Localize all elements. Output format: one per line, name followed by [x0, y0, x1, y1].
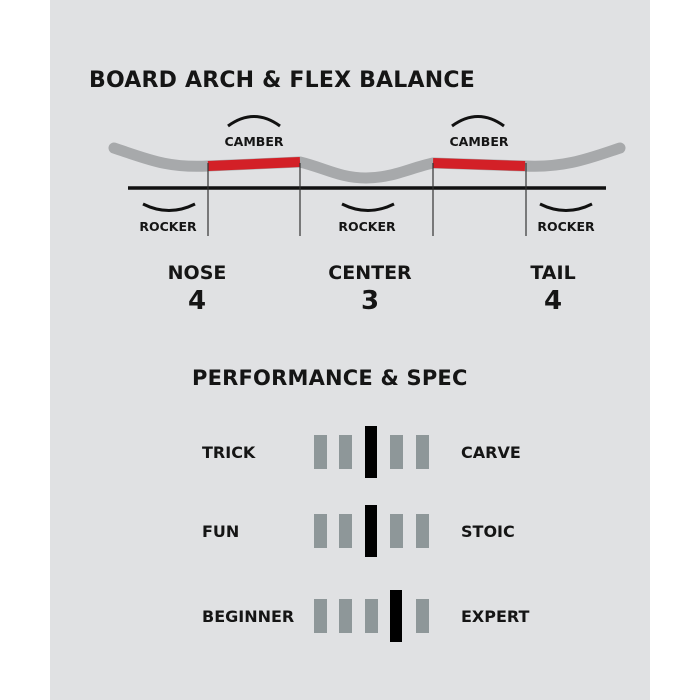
- scale-expert-label: EXPERT: [461, 607, 530, 626]
- rocker-arc-icon-tail: [539, 202, 593, 212]
- camber-label-left: CAMBER: [224, 134, 284, 149]
- flex-tail-value: 4: [543, 286, 563, 316]
- performance-title: PERFORMANCE & SPEC: [192, 366, 468, 390]
- flex-center-value: 3: [360, 286, 380, 316]
- scale-segment: [390, 514, 403, 548]
- camber-left-segment: [207, 157, 301, 171]
- board-profile-curve: [108, 142, 626, 184]
- board-arch-title: BOARD ARCH & FLEX BALANCE: [89, 68, 475, 93]
- scale-beginner-label: BEGINNER: [202, 607, 295, 626]
- camber-arc-icon-left: [227, 115, 281, 128]
- scale-segment: [314, 599, 327, 633]
- camber-arc-icon-right: [451, 115, 505, 128]
- scale-carve-label: CARVE: [461, 443, 521, 462]
- scale-marker: [390, 590, 402, 642]
- flex-center-label: CENTER: [328, 262, 412, 284]
- scale-segment: [314, 514, 327, 548]
- scale-marker: [365, 426, 377, 478]
- rocker-label-tail: ROCKER: [537, 219, 595, 234]
- scale-trick-label: TRICK: [202, 443, 256, 462]
- scale-segment: [416, 599, 429, 633]
- scale-segment: [416, 514, 429, 548]
- scale-segment: [416, 435, 429, 469]
- camber-label-right: CAMBER: [449, 134, 509, 149]
- flex-nose-value: 4: [187, 286, 207, 316]
- scale-segment: [365, 599, 378, 633]
- scale-fun-label: FUN: [202, 522, 240, 541]
- spec-panel: [50, 0, 650, 700]
- flex-tail-label: TAIL: [530, 262, 576, 284]
- camber-right-segment: [432, 158, 526, 171]
- rocker-label-center: ROCKER: [338, 219, 396, 234]
- rocker-arc-icon-center: [341, 202, 395, 212]
- flex-nose-label: NOSE: [167, 262, 227, 284]
- scale-segment: [339, 514, 352, 548]
- scale-segment: [390, 435, 403, 469]
- rocker-arc-icon-nose: [142, 202, 196, 212]
- rocker-label-nose: ROCKER: [139, 219, 197, 234]
- scale-segment: [339, 435, 352, 469]
- scale-segment: [314, 435, 327, 469]
- scale-stoic-label: STOIC: [461, 522, 515, 541]
- scale-segment: [339, 599, 352, 633]
- scale-marker: [365, 505, 377, 557]
